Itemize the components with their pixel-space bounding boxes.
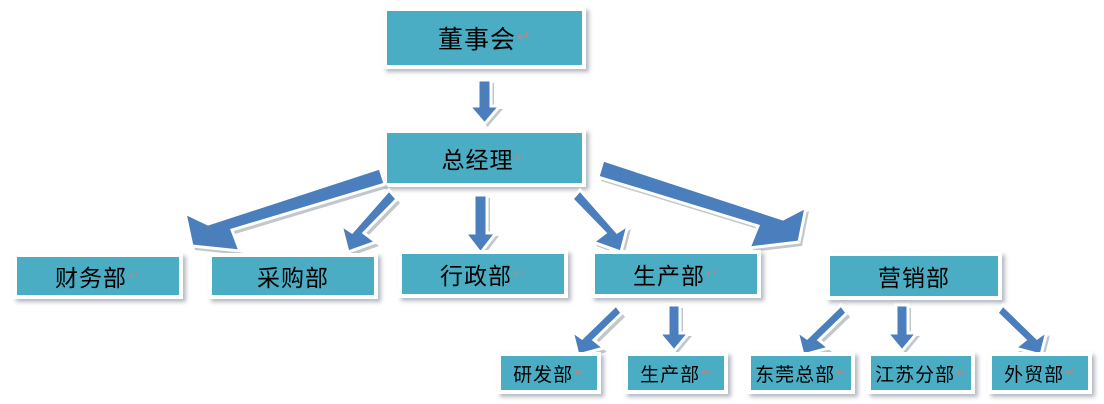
pilcrow-mark: ↵: [574, 365, 585, 380]
pilcrow-mark: ↵: [701, 365, 712, 380]
node-procurement-label: 采购部: [257, 266, 329, 292]
connector-marketing-to-dongguan: [794, 302, 850, 359]
node-production-sub[interactable]: 生产部↵: [624, 352, 728, 394]
node-production[interactable]: 生产部↵: [591, 250, 761, 298]
pilcrow-mark: ↵: [706, 265, 719, 282]
node-general-manager[interactable]: 总经理↵: [383, 129, 586, 187]
node-administration[interactable]: 行政部↵: [398, 250, 568, 298]
connector-board-to-gm: [465, 78, 506, 127]
node-jiangsu-branch-label: 江苏分部: [875, 363, 956, 386]
connector-gm-to-procurement: [338, 187, 400, 258]
node-general-manager-label: 总经理: [441, 148, 514, 174]
node-finance-label: 财务部: [55, 266, 128, 292]
pilcrow-mark: ↵: [128, 267, 141, 284]
connector-marketing-to-jiangsu: [883, 303, 923, 355]
connector-gm-to-production: [569, 187, 632, 258]
node-dongguan-hq-label: 东莞总部: [755, 363, 836, 386]
connector-gm-to-finance: [170, 166, 388, 258]
pilcrow-mark: ↵: [836, 365, 847, 380]
node-foreign-trade[interactable]: 外贸部↵: [988, 352, 1092, 394]
pilcrow-mark: ↵: [1065, 365, 1076, 380]
node-production-sub-label: 生产部: [640, 363, 701, 386]
node-dongguan-hq[interactable]: 东莞总部↵: [747, 352, 855, 394]
node-marketing[interactable]: 营销部: [826, 252, 1002, 300]
node-production-label: 生产部: [633, 264, 706, 290]
connector-gm-to-administration: [461, 193, 502, 257]
pilcrow-mark: ↵: [517, 28, 531, 47]
node-rnd-label: 研发部: [513, 363, 574, 386]
pilcrow-mark: ↵: [513, 265, 526, 282]
node-rnd[interactable]: 研发部↵: [497, 352, 601, 394]
pilcrow-mark: ↵: [956, 365, 967, 380]
node-foreign-trade-label: 外贸部: [1004, 363, 1065, 386]
pilcrow-mark: ↵: [514, 149, 528, 166]
connector-production-to-rnd: [569, 302, 625, 359]
node-jiangsu-branch[interactable]: 江苏分部↵: [867, 352, 975, 394]
node-finance[interactable]: 财务部↵: [13, 253, 183, 299]
node-board[interactable]: 董事会↵: [383, 7, 586, 69]
node-board-label: 董事会: [437, 25, 516, 54]
connector-gm-to-marketing: [596, 158, 823, 258]
node-marketing-label: 营销部: [878, 266, 950, 292]
node-procurement[interactable]: 采购部: [208, 253, 378, 299]
connector-production-to-production-sub: [655, 303, 695, 355]
node-administration-label: 行政部: [440, 264, 513, 290]
connector-marketing-to-foreign-trade: [995, 302, 1051, 359]
